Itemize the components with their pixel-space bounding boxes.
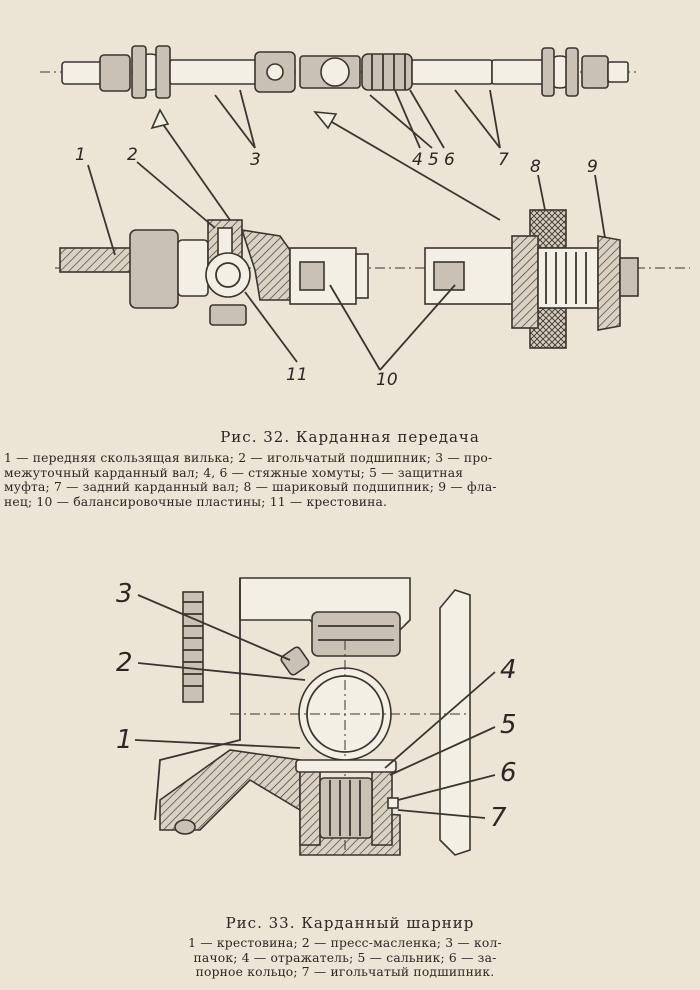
caption-title: Карданный шарнир <box>301 914 475 932</box>
legend-line: межуточный карданный вал; 4, 6 — стяжные… <box>4 465 464 480</box>
figure-33-drawing: 3 2 1 4 5 6 7 <box>116 577 517 856</box>
callout-4: 4 <box>412 150 423 170</box>
callouts-32: 1 2 3 4 5 6 7 8 9 10 11 <box>75 145 598 390</box>
callout-11: 11 <box>286 365 308 385</box>
callout-4: 4 <box>500 655 517 685</box>
callout-5: 5 <box>428 150 439 170</box>
figure-33-caption: Рис. 33. Карданный шарнир <box>0 914 700 932</box>
figure-33-legend: 1 — крестовина; 2 — пресс-масленка; 3 — … <box>110 936 580 980</box>
callouts-33: 3 2 1 4 5 6 7 <box>116 579 517 833</box>
callout-10: 10 <box>376 370 398 390</box>
callout-1: 1 <box>116 725 133 755</box>
legend-line: нец; 10 — балансировочные пластины; 11 —… <box>4 494 388 509</box>
callout-8: 8 <box>530 157 541 177</box>
leader-lines-32 <box>87 89 606 371</box>
callout-7: 7 <box>498 150 509 170</box>
legend-line: 1 — крестовина; 2 — пресс-масленка; 3 — … <box>188 936 502 950</box>
callout-2: 2 <box>116 648 133 678</box>
callout-9: 9 <box>587 157 598 177</box>
universal-joint-section <box>154 577 471 856</box>
callout-6: 6 <box>444 150 455 170</box>
detail-arrows <box>150 108 501 221</box>
drive-shaft-overview <box>40 45 640 99</box>
rack-teeth <box>183 601 203 687</box>
callout-5: 5 <box>500 710 517 740</box>
front-joint-section <box>55 219 690 326</box>
caption-number: 32. <box>263 428 291 446</box>
callout-2: 2 <box>127 145 138 165</box>
caption-prefix: Рис. <box>220 428 258 446</box>
caption-title: Карданная передача <box>295 428 480 446</box>
caption-prefix: Рис. <box>225 914 263 932</box>
figure-32-caption: Рис. 32. Карданная передача <box>0 428 700 446</box>
callout-6: 6 <box>500 758 517 788</box>
callout-1: 1 <box>75 145 86 165</box>
legend-line: 1 — передняя скользящая вилька; 2 — игол… <box>4 451 493 465</box>
caption-number: 33. <box>268 914 296 932</box>
protective-boot <box>361 53 413 91</box>
figure-32-legend: 1 — передняя скользящая вилька; 2 — игол… <box>4 451 684 509</box>
legend-line: муфта; 7 — задний карданный вал; 8 — шар… <box>4 480 497 494</box>
figure-32-drawing: 1 2 3 4 5 6 7 8 9 10 11 <box>40 45 690 390</box>
callout-3: 3 <box>250 150 261 170</box>
legend-line: порное кольцо; 7 — игольчатый подшипник. <box>195 965 495 979</box>
legend-line: пачок; 4 — отражатель; 5 — сальник; 6 — … <box>193 950 497 965</box>
rear-joint-section <box>424 209 639 349</box>
callout-3: 3 <box>116 579 133 609</box>
callout-7: 7 <box>490 803 507 833</box>
leader-lines-33 <box>134 594 496 819</box>
